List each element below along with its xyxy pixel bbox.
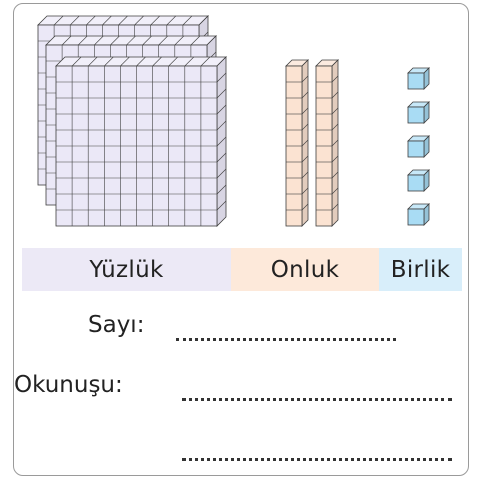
- place-value-labels: Yüzlük Onluk Birlik: [22, 248, 462, 291]
- number-answer-line[interactable]: [176, 338, 396, 341]
- one-cube-3: [407, 135, 430, 158]
- base-ten-blocks: [37, 15, 430, 227]
- reading-answer-line-1[interactable]: [182, 398, 452, 401]
- ten-rod-1: [285, 59, 309, 227]
- one-cube-5: [407, 203, 430, 226]
- reading-label: Okunuşu:: [14, 372, 123, 398]
- tens-label: Onluk: [231, 248, 379, 291]
- one-cube-4: [407, 169, 430, 192]
- ones-label: Birlik: [379, 248, 462, 291]
- reading-answer-line-2[interactable]: [182, 458, 452, 461]
- hundreds-label: Yüzlük: [22, 248, 231, 291]
- number-label: Sayı:: [88, 312, 145, 338]
- ten-rod-2: [315, 59, 339, 227]
- hundred-flat-3: [55, 56, 227, 227]
- one-cube-1: [407, 67, 430, 90]
- one-cube-2: [407, 101, 430, 124]
